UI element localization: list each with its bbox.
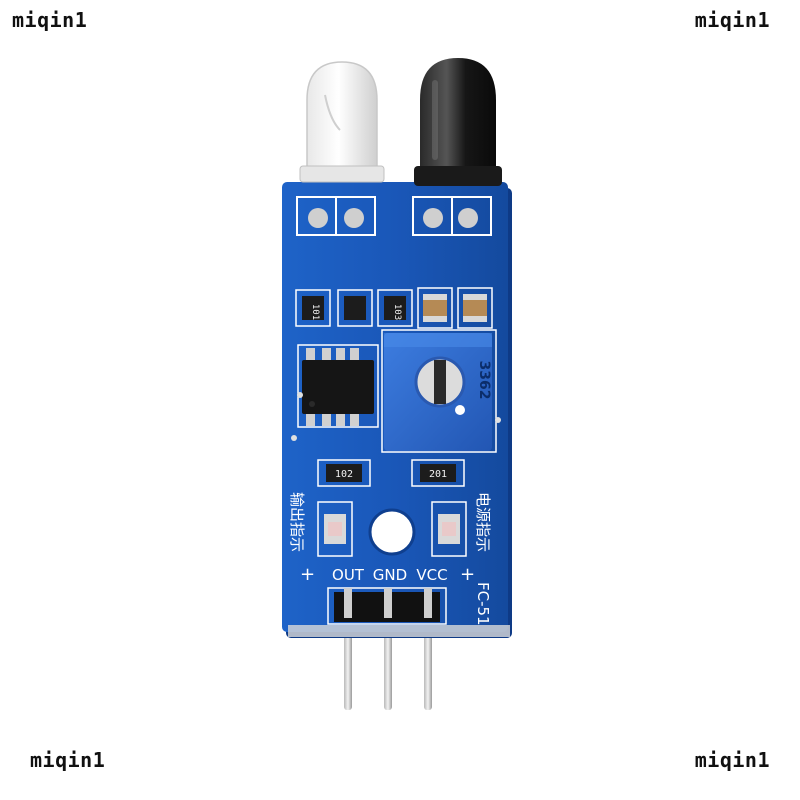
resistor-label-1: 101 [310,304,320,320]
watermark-bottom-left: miqin1 [30,748,106,772]
watermark-top-left: miqin1 [12,8,88,32]
pin-label-gnd: GND [373,566,407,584]
indicator-leds [317,501,467,557]
ir-emitter-led [299,61,385,183]
right-plus-label: + [460,564,475,585]
mounting-hole [368,508,416,556]
left-plus-label: + [300,564,315,585]
left-indicator-label: 输出指示 [288,492,306,552]
right-indicator-label: 电源指示 [474,492,492,552]
ir-receiver-led [414,58,502,186]
smd-components-bottom [317,459,465,487]
resistor-label-3: 102 [335,469,353,480]
watermark-top-right: miqin1 [694,8,770,32]
pin-header [327,587,447,625]
comparator-ic [297,344,379,428]
resistor-label-2: 103 [392,304,402,320]
led-pads [296,196,492,236]
trimmer-label: 3362 [476,361,492,400]
pin-label-vcc: VCC [416,566,447,584]
smd-components-top [295,287,493,329]
model-label: FC-51 [474,582,492,626]
trimmer-potentiometer [381,329,497,453]
pin-label-out: OUT [332,566,365,584]
pcb-vias [291,392,501,441]
resistor-label-4: 201 [429,469,447,480]
watermark-bottom-right: miqin1 [694,748,770,772]
